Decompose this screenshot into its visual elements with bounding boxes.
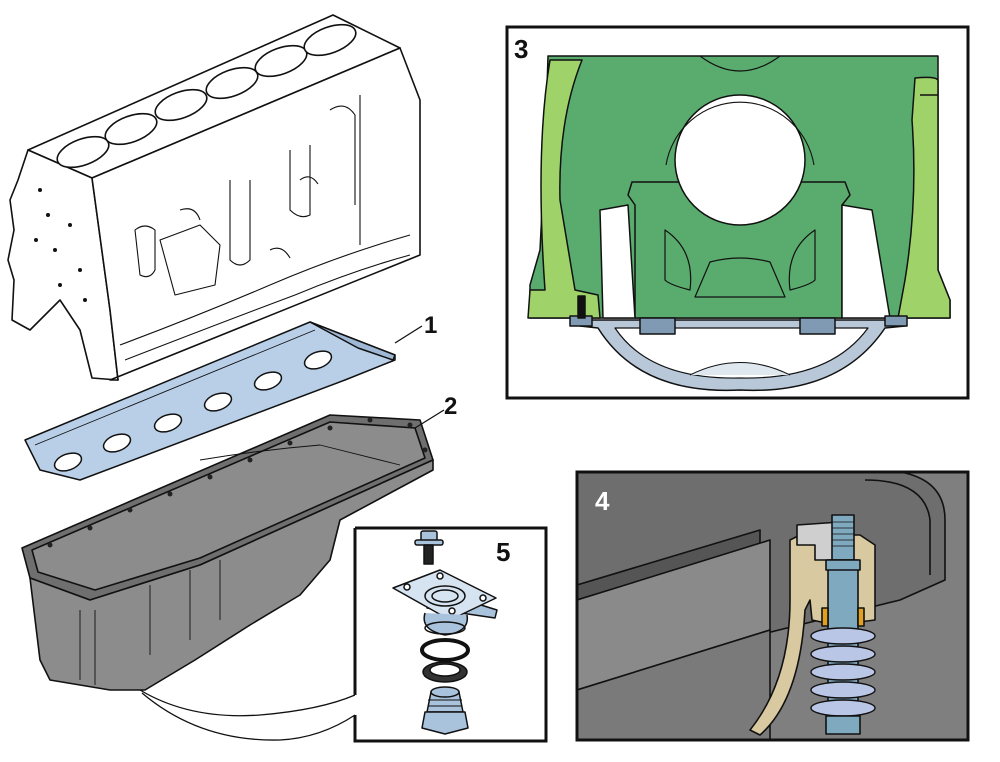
- oil-pan-flange-bolts: [47, 417, 428, 548]
- detail-4-spring: [810, 627, 876, 717]
- oil-pan-gasket-stiffener: [24, 321, 396, 481]
- detail-5-bolt: [414, 530, 444, 565]
- leader-line-2: [414, 409, 445, 429]
- detail-3-frame: [505, 25, 970, 400]
- engine-block: [7, 14, 421, 381]
- oil-pan-inner: [31, 421, 426, 591]
- cylinder-bores: [56, 23, 357, 169]
- leader-line-1: [394, 325, 423, 344]
- detail-5-drain-plug: [421, 686, 469, 735]
- detail-4-frame: [575, 470, 970, 742]
- detail-3-left-rail: [527, 59, 601, 319]
- detail-4-bolt-head: [825, 715, 861, 735]
- detail-view-4: 4: [575, 470, 970, 742]
- detail-view-3: 3: [505, 25, 970, 400]
- detail-3-crank-bore: [674, 94, 806, 226]
- leader-curve-to-detail-5-lower: [141, 692, 356, 741]
- detail-label-3: 3: [514, 34, 528, 64]
- detail-label-4: 4: [595, 486, 610, 516]
- oil-pan: [21, 414, 434, 691]
- callout-label-2: 2: [444, 393, 457, 420]
- oil-pan-sump: [29, 459, 434, 691]
- detail-label-5: 5: [496, 537, 510, 567]
- detail-view-5: 5: [353, 526, 548, 743]
- callout-leaders: [139, 325, 445, 741]
- detail-3-bolts: [569, 315, 908, 335]
- gasket-openings: [53, 350, 333, 472]
- detail-5-flange-plate: [392, 569, 498, 636]
- block-side-face: [91, 47, 421, 381]
- block-side-details: [119, 95, 411, 361]
- leader-curve-to-detail-5: [139, 689, 356, 717]
- block-bolt-holes: [34, 188, 87, 302]
- oil-pan-ribs: [79, 444, 401, 685]
- detail-3-right-rail: [897, 76, 951, 319]
- detail-5-o-ring: [420, 638, 470, 662]
- detail-5-seal-washer: [422, 661, 468, 683]
- callout-label-1: 1: [424, 312, 437, 339]
